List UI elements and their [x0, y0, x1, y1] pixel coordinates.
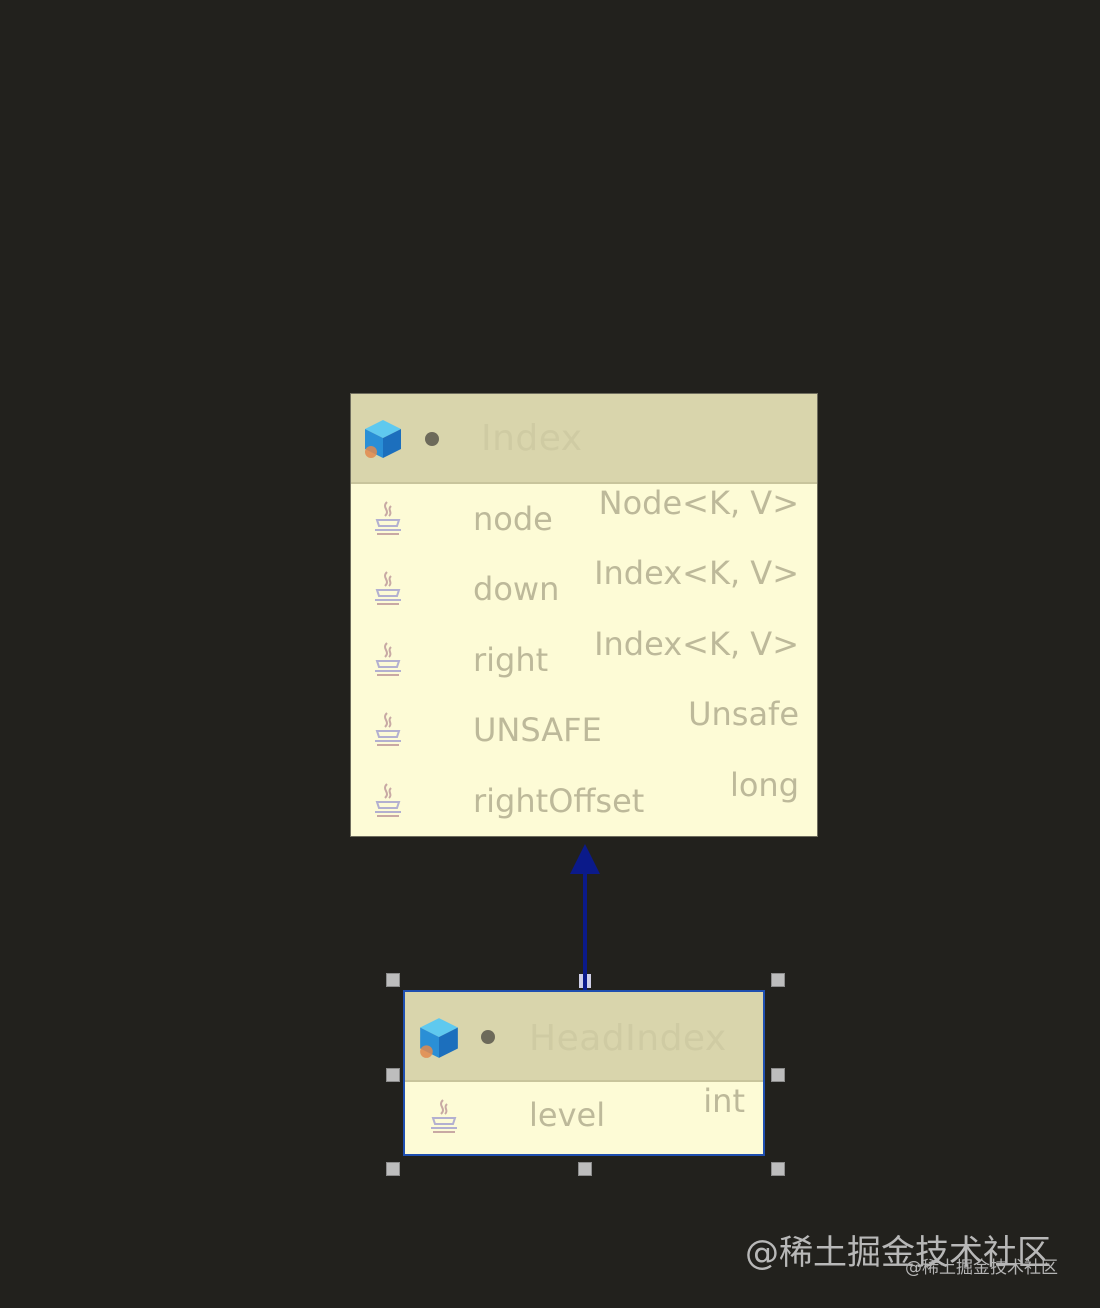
class-name[interactable]: Index — [481, 418, 583, 459]
field-row[interactable]: UNSAFE Unsafe — [351, 695, 817, 765]
field-type: int — [703, 1082, 745, 1120]
field-row[interactable]: level int — [405, 1082, 763, 1152]
class-icon — [420, 1018, 458, 1058]
field-type: Index<K, V> — [594, 624, 799, 663]
field-row[interactable]: rightOffset long — [351, 766, 817, 836]
field-name: node — [473, 500, 553, 538]
field-type: long — [729, 765, 799, 804]
resize-handle-bottom-right[interactable] — [771, 1162, 785, 1176]
field-row[interactable]: down Index<K, V> — [351, 554, 817, 624]
resize-handle-left[interactable] — [386, 1068, 400, 1082]
connector-handle[interactable] — [587, 974, 591, 988]
field-name: rightOffset — [473, 781, 645, 820]
visibility-dot-icon — [481, 1030, 495, 1044]
connector-handle[interactable] — [579, 974, 583, 988]
resize-handle-top-right[interactable] — [771, 973, 785, 987]
watermark-small-text: @稀土掘金技术社区 — [905, 1258, 1058, 1278]
visibility-dot-icon — [425, 432, 439, 446]
uml-class-index[interactable]: Index node Node<K, V> down Index<K, V> r… — [351, 394, 817, 836]
resize-handle-bottom[interactable] — [578, 1162, 592, 1176]
field-name: down — [473, 570, 560, 609]
field-type: Index<K, V> — [594, 554, 799, 593]
watermark-text: @稀土掘金技术社区 — [745, 1233, 1051, 1273]
uml-class-headindex[interactable]: HeadIndex level int — [405, 992, 763, 1154]
field-name: right — [473, 640, 549, 679]
resize-handle-right[interactable] — [771, 1068, 785, 1082]
class-header[interactable]: Index — [351, 394, 817, 484]
field-type: Unsafe — [688, 695, 799, 734]
field-row[interactable]: right Index<K, V> — [351, 625, 817, 695]
resize-handle-top-left[interactable] — [386, 973, 400, 987]
field-name: UNSAFE — [473, 711, 602, 750]
class-header[interactable]: HeadIndex — [405, 992, 763, 1082]
class-name[interactable]: HeadIndex — [529, 1018, 727, 1059]
field-name: level — [529, 1096, 606, 1134]
java-field-icon — [430, 1099, 458, 1133]
resize-handle-bottom-left[interactable] — [386, 1162, 400, 1176]
arrow-head — [570, 844, 600, 874]
field-row[interactable]: node Node<K, V> — [351, 484, 817, 554]
field-type: Node<K, V> — [598, 484, 799, 522]
